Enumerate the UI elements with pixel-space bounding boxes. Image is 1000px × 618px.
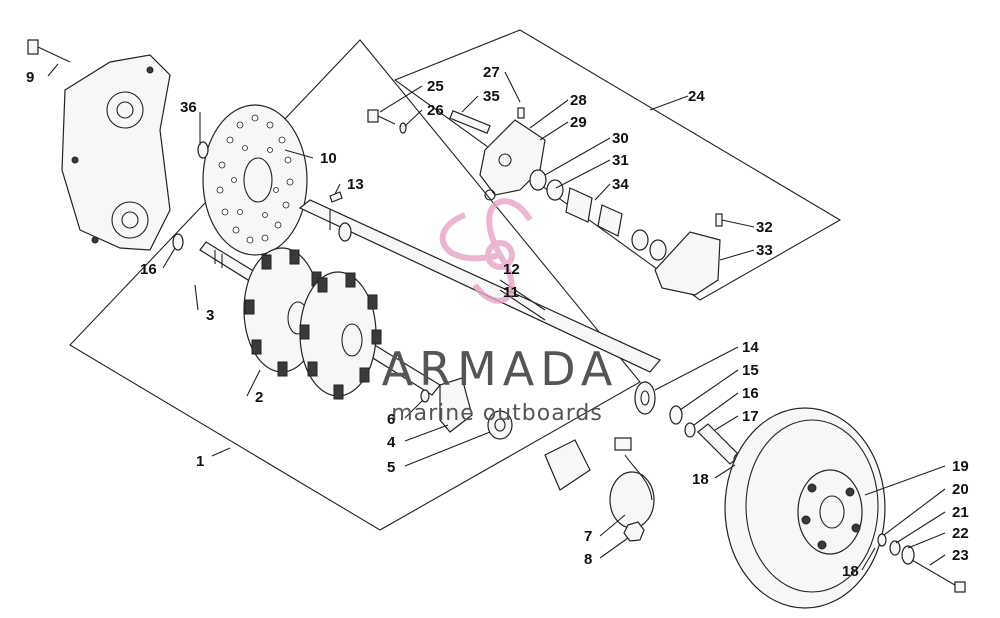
- propeller-blade: [486, 198, 533, 257]
- cover-plate: [544, 439, 591, 491]
- callout-label: 18: [842, 563, 859, 580]
- callout-label: 23: [952, 547, 969, 564]
- seal-part: [649, 239, 667, 261]
- brake-pad: [597, 204, 623, 237]
- gear-case-housing: [61, 54, 171, 251]
- drive-sprocket: [299, 271, 382, 400]
- piston-part: [631, 229, 649, 251]
- bolt-part: [377, 115, 396, 125]
- washer-part: [172, 233, 184, 251]
- callout-label: 26: [427, 102, 444, 119]
- callout-labels: 9 36 10 13 16 3 2 1 6 4 5 7 8 12 11 14 1…: [26, 64, 969, 580]
- bleeder-valve: [715, 213, 723, 227]
- callout-label: 24: [688, 88, 705, 105]
- callout-label: 10: [320, 150, 337, 167]
- washer-part: [399, 122, 407, 134]
- bearing-part: [487, 410, 513, 440]
- seal-part: [546, 179, 564, 201]
- bearing-part: [494, 418, 506, 432]
- callout-label: 14: [742, 339, 759, 356]
- washer-part: [889, 540, 901, 556]
- washer-part: [901, 545, 915, 565]
- callout-label: 30: [612, 130, 629, 147]
- callout-label: 35: [483, 88, 500, 105]
- callout-label: 13: [347, 176, 364, 193]
- watermark-brand: ARMADA: [382, 342, 619, 396]
- callout-label: 11: [503, 284, 519, 301]
- bleeder-valve: [517, 107, 525, 119]
- callout-label: 22: [952, 525, 969, 542]
- callout-label: 18: [692, 471, 709, 488]
- nut-part: [623, 521, 645, 542]
- callout-label: 21: [952, 504, 969, 521]
- leader-lines: [47, 63, 946, 571]
- bearing-flange: [439, 377, 473, 433]
- callout-label: 7: [584, 528, 592, 545]
- callout-label: 20: [952, 481, 969, 498]
- washer-part: [197, 141, 209, 159]
- callout-label: 3: [206, 307, 214, 324]
- callout-label: 9: [26, 69, 34, 86]
- propeller-hub: [485, 240, 515, 270]
- callout-label: 2: [255, 389, 263, 406]
- callout-label: 16: [140, 261, 157, 278]
- washer-part: [684, 422, 696, 438]
- brake-disc: [202, 104, 308, 256]
- seal-part: [529, 169, 547, 191]
- watermark-logo: [439, 198, 533, 304]
- callout-label: 16: [742, 385, 759, 402]
- bolt-part: [27, 39, 71, 63]
- callout-label: 15: [742, 362, 759, 379]
- callout-label: 29: [570, 114, 587, 131]
- callout-label: 8: [584, 551, 592, 568]
- driven-disc: [724, 407, 886, 609]
- callout-label: 28: [570, 92, 587, 109]
- bearing-part: [640, 390, 650, 406]
- callout-label: 12: [503, 261, 520, 278]
- callout-label: 36: [180, 99, 197, 116]
- bolt-part: [911, 559, 961, 589]
- callout-label: 32: [756, 219, 773, 236]
- callout-label: 5: [387, 459, 395, 476]
- callout-label: 6: [387, 411, 395, 428]
- bolt-part: [367, 109, 379, 123]
- washer-part: [669, 405, 683, 425]
- washer-part: [877, 533, 887, 547]
- upper-shaft: [298, 199, 661, 373]
- bearing-part: [634, 381, 656, 415]
- callout-label: 4: [387, 434, 396, 451]
- callout-label: 33: [756, 242, 773, 259]
- callout-label: 27: [483, 64, 500, 81]
- watermark-tagline: marine outboards: [391, 401, 603, 426]
- propeller-blade: [472, 253, 515, 304]
- callout-label: 17: [742, 408, 759, 425]
- callout-label: 1: [196, 453, 204, 470]
- callout-label: 34: [612, 176, 629, 193]
- spacer-part: [420, 389, 430, 403]
- caliper-half: [654, 231, 721, 296]
- propeller-blade: [439, 212, 501, 262]
- callout-label: 31: [612, 152, 629, 169]
- brake-pad: [565, 187, 593, 223]
- pin-part: [449, 110, 491, 134]
- callout-label: 19: [952, 458, 969, 475]
- bolt-part: [954, 581, 966, 593]
- callout-label: 25: [427, 78, 444, 95]
- key-part: [329, 191, 343, 203]
- speed-sensor: [609, 437, 655, 529]
